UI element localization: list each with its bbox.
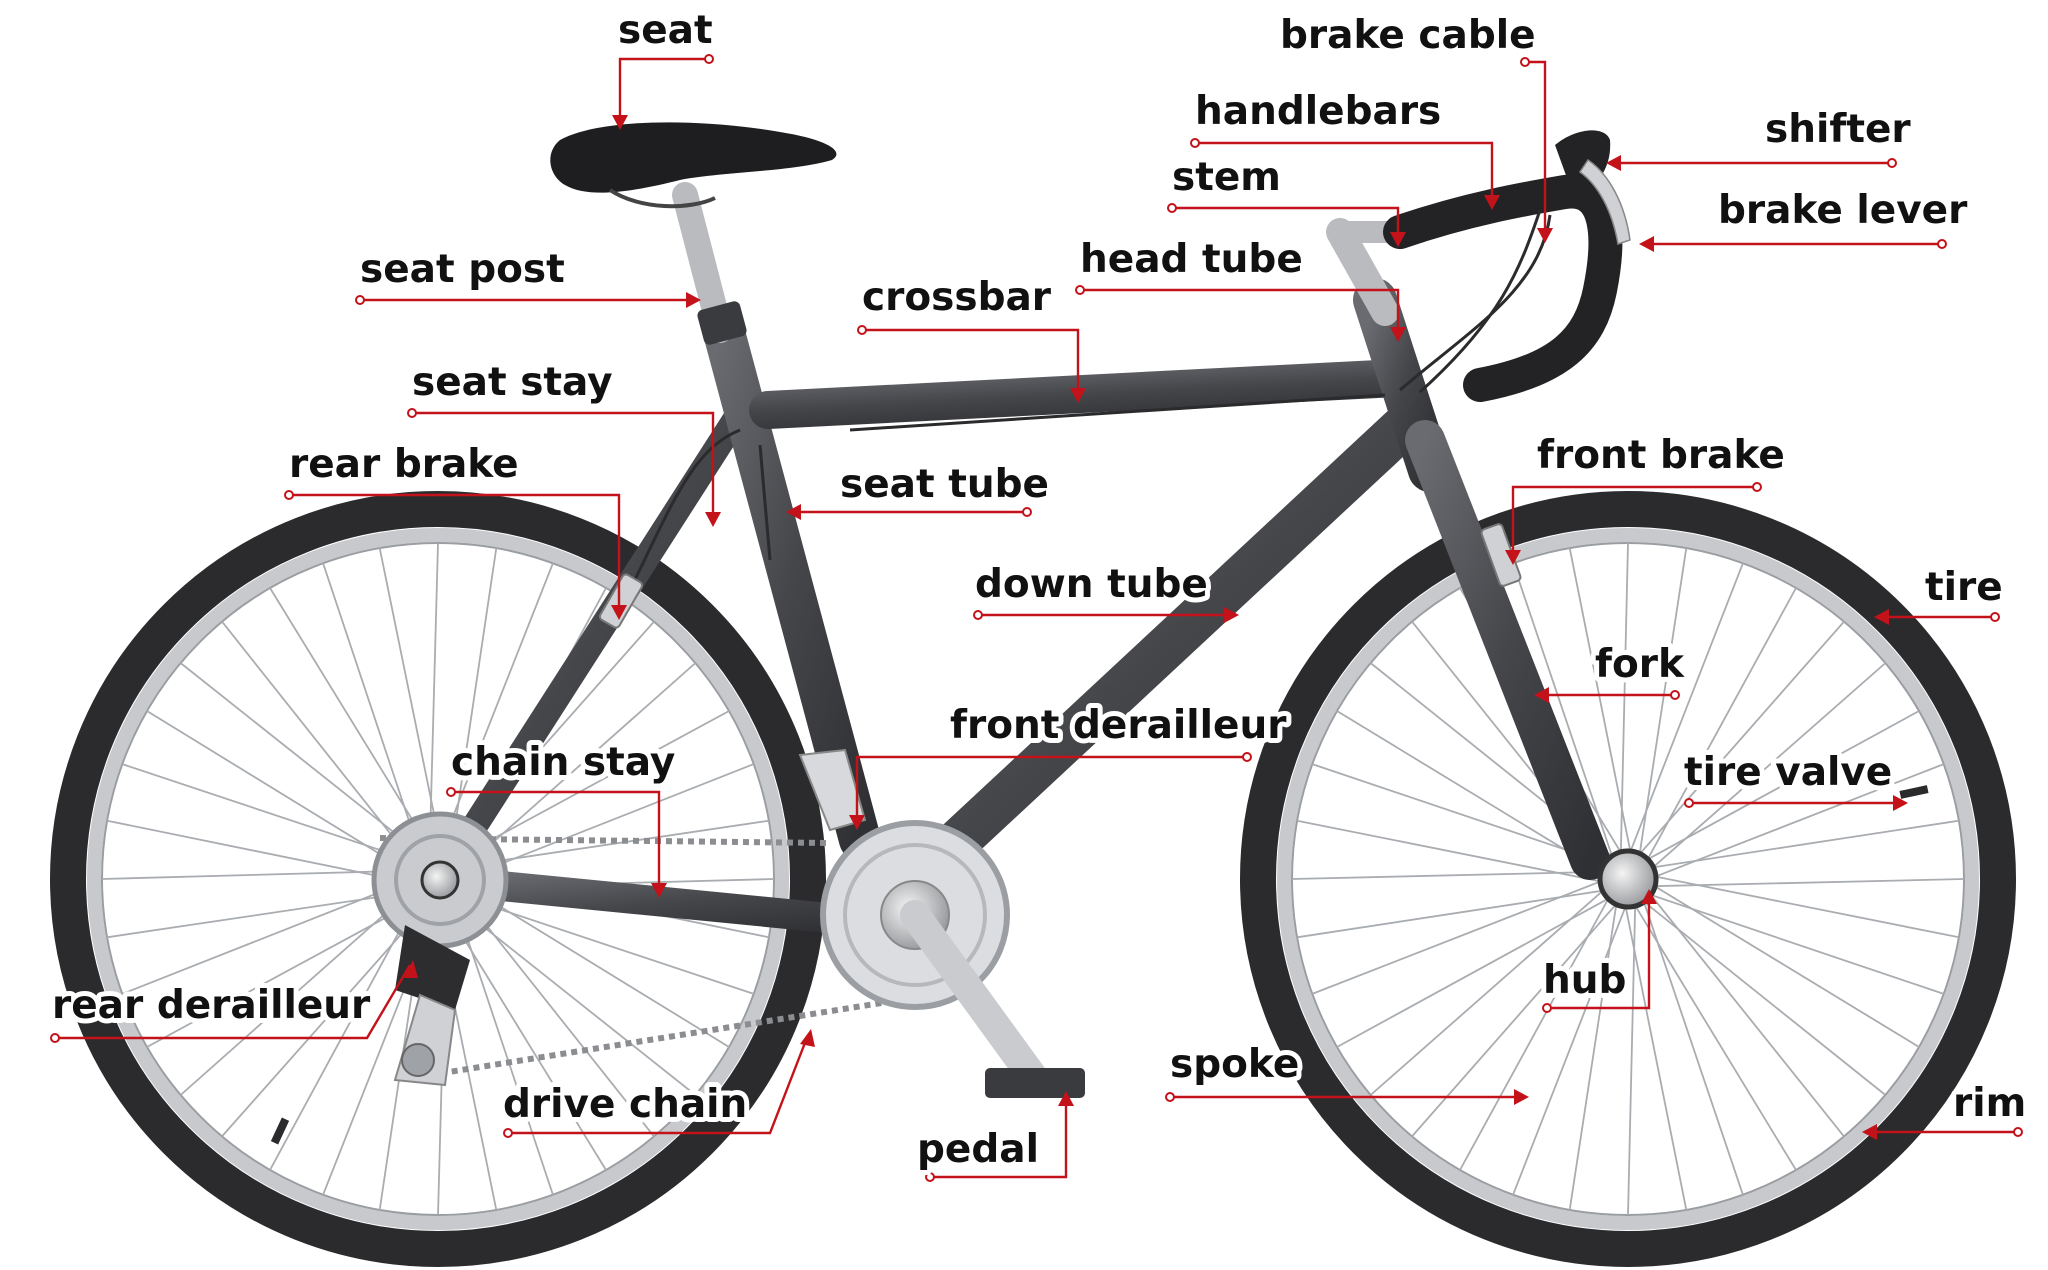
label-chain-stay: chain stay <box>451 740 675 785</box>
front-spoke <box>1297 821 1602 882</box>
front-tire-valve <box>1899 785 1928 799</box>
label-rear-brake: rear brake <box>289 442 519 487</box>
saddle <box>550 122 836 192</box>
label-tire-valve: tire valve <box>1684 750 1892 795</box>
label-rear-derailleur: rear derailleur <box>52 983 371 1028</box>
label-fork: fork <box>1595 642 1685 687</box>
label-shifter: shifter <box>1765 107 1911 152</box>
front-spoke <box>1650 894 1844 1137</box>
rear-spoke <box>147 711 409 872</box>
rear-spoke <box>270 588 431 850</box>
label-drive-chain: drive chain <box>503 1082 747 1127</box>
rear-spoke <box>222 622 413 863</box>
rear-cassette <box>374 814 506 946</box>
front-spoke <box>1643 900 1743 1195</box>
label-crossbar: crossbar <box>862 275 1052 320</box>
front-spoke <box>1653 885 1919 1047</box>
rear-spoke <box>455 904 696 1095</box>
crossbar-frame <box>768 378 1398 410</box>
label-down-tube: down tube <box>975 562 1208 607</box>
label-tire: tire <box>1925 565 2003 610</box>
label-seat-tube: seat tube <box>840 462 1049 507</box>
front-spoke <box>1628 904 1635 1215</box>
front-spoke <box>1654 876 1959 937</box>
rear-spoke <box>380 548 442 849</box>
label-front-brake: front brake <box>1537 433 1785 478</box>
front-spoke <box>1513 905 1626 1195</box>
rear-spoke <box>430 543 438 850</box>
jockey-wheel <box>402 1044 434 1076</box>
rear-spoke <box>445 908 606 1170</box>
label-handlebars: handlebars <box>1195 89 1441 134</box>
stem-bar <box>1340 232 1385 312</box>
saddle-rail <box>610 190 715 206</box>
label-spoke: spoke <box>1170 1042 1299 1087</box>
label-rim: rim <box>1953 1081 2026 1126</box>
handlebar-shape <box>1400 192 1605 385</box>
rear-spoke <box>122 881 408 994</box>
label-front-derailleur: front derailleur <box>950 703 1287 748</box>
label-hub: hub <box>1543 958 1626 1003</box>
label-head-tube: head tube <box>1080 237 1303 282</box>
label-stem: stem <box>1172 155 1281 200</box>
pedal-body <box>985 1068 1085 1098</box>
label-seat-stay: seat stay <box>412 360 613 405</box>
label-brake-lever: brake lever <box>1718 188 1968 233</box>
rear-spoke <box>102 871 409 879</box>
rear-spoke <box>107 821 408 883</box>
labels: seat brake cable handlebars shifter stem… <box>52 8 2026 1172</box>
label-seat: seat <box>618 8 713 53</box>
label-seat-post: seat post <box>360 247 565 292</box>
front-spoke <box>1621 543 1628 854</box>
front-spoke <box>1630 563 1743 853</box>
label-brake-cable: brake cable <box>1280 13 1536 58</box>
rear-spoke <box>181 663 422 854</box>
label-pedal: pedal <box>917 1127 1039 1172</box>
